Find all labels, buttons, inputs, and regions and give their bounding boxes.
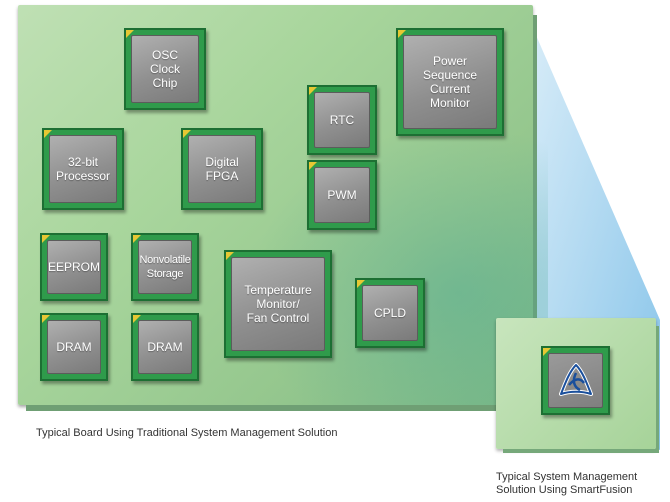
osc-clock-label: OSC Clock Chip	[149, 48, 180, 90]
traditional-board-caption: Typical Board Using Traditional System M…	[36, 427, 338, 439]
pin1-marker	[133, 315, 141, 323]
processor-label: 32-bit Processor	[55, 155, 111, 183]
pin1-marker	[42, 315, 50, 323]
temperature-monitor-chip: Temperature Monitor/ Fan Control	[224, 250, 332, 358]
temperature-monitor-label: Temperature Monitor/ Fan Control	[244, 283, 312, 325]
smartfusion-caption-line2: Solution Using SmartFusion	[496, 484, 633, 496]
pin1-marker	[357, 280, 365, 288]
dram-label-1: DRAM	[56, 340, 92, 354]
nonvolatile-storage-chip: Nonvolatile Storage	[131, 233, 199, 301]
dram-label-2: DRAM	[147, 340, 183, 354]
eeprom-label: EEPROM	[48, 260, 101, 274]
pin1-marker	[309, 162, 317, 170]
pin1-marker	[42, 235, 50, 243]
pin1-marker	[133, 235, 141, 243]
rtc-label: RTC	[329, 113, 355, 127]
pwm-chip: PWM	[307, 160, 377, 230]
pin1-marker	[44, 130, 52, 138]
dram-chip-2: DRAM	[131, 313, 199, 381]
power-sequence-chip: Power Sequence Current Monitor	[396, 28, 504, 136]
pin1-marker	[309, 87, 317, 95]
pwm-label: PWM	[327, 188, 357, 202]
pin1-marker	[183, 130, 191, 138]
nonvolatile-storage-label: Nonvolatile Storage	[139, 254, 191, 280]
digital-fpga-chip: Digital FPGA	[181, 128, 263, 210]
pin1-marker	[398, 30, 406, 38]
eeprom-chip: EEPROM	[40, 233, 108, 301]
power-sequence-label: Power Sequence Current Monitor	[422, 54, 478, 110]
dram-chip-1: DRAM	[40, 313, 108, 381]
smartfusion-chip	[541, 346, 610, 415]
pin1-marker	[543, 348, 551, 356]
osc-clock-chip: OSC Clock Chip	[124, 28, 206, 110]
smartfusion-logo-icon	[558, 362, 593, 396]
smartfusion-caption: Typical System Management Solution Using…	[496, 471, 666, 497]
processor-chip: 32-bit Processor	[42, 128, 124, 210]
smartfusion-caption-line1: Typical System Management	[496, 471, 638, 483]
digital-fpga-label: Digital FPGA	[205, 155, 239, 183]
cpld-label: CPLD	[373, 306, 406, 320]
rtc-chip: RTC	[307, 85, 377, 155]
cpld-chip: CPLD	[355, 278, 425, 348]
pin1-marker	[126, 30, 134, 38]
pin1-marker	[226, 252, 234, 260]
